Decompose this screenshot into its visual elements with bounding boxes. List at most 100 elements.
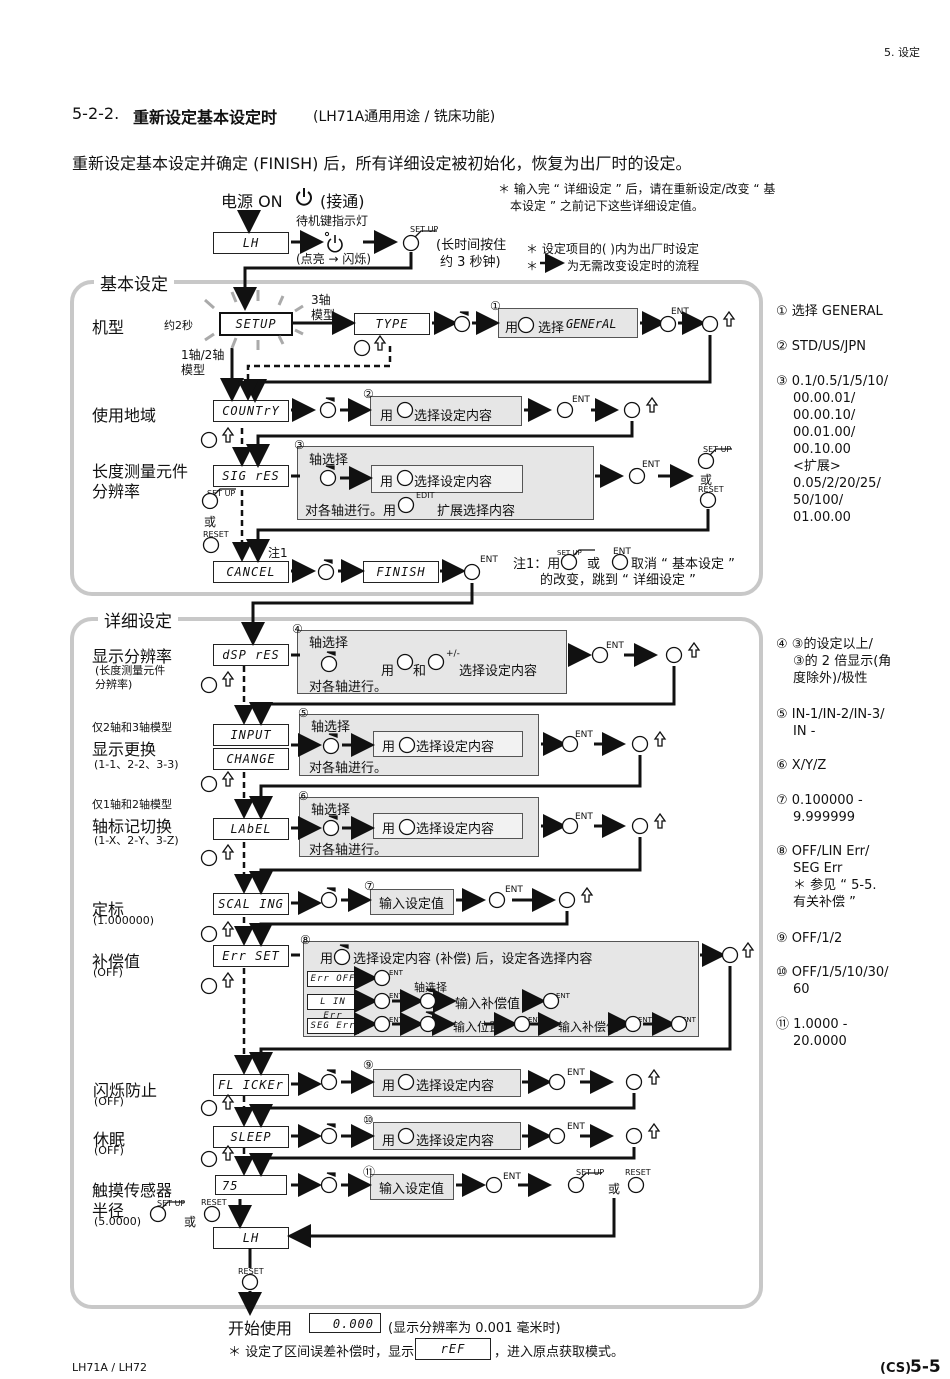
side-4: ④ ③的设定以上/③的 2 倍显示(角度除外)/极性 [776, 637, 892, 686]
panel-4-and: 和 [413, 664, 427, 679]
ent-label-d8: ENT [389, 1016, 403, 1024]
reset-key-label-1: RESET [698, 485, 724, 494]
change-sub: (1-1、2-2、3-3) [94, 758, 179, 771]
display-probe: 75 [215, 1175, 287, 1195]
disp-res-sub-2: 分辨率) [95, 678, 133, 691]
side-1: ① 选择 GENERAL [776, 304, 883, 319]
probe-label-1: 触摸传感器 [92, 1181, 173, 1200]
probe-label-2: 半径 [92, 1201, 125, 1220]
display-sleep: SLEEP [213, 1126, 289, 1148]
ent-label-d5: ENT [389, 969, 403, 977]
display-err-set: Err SET [213, 945, 289, 967]
ent-label-d1: ENT [606, 641, 624, 651]
ent-label-b1: ENT [671, 307, 689, 317]
setup-key-label-5: SET UP [157, 1199, 186, 1208]
panel-1-select: 选择 [538, 321, 565, 336]
display-lh: LH [213, 232, 289, 254]
start-note: (显示分辨率为 0.001 毫米时) [388, 1321, 561, 1336]
side-3: ③ 0.1/0.5/1/5/10/00.00.01/00.00.10/00.01… [776, 374, 889, 525]
chapter-header: 5. 设定 [884, 46, 920, 59]
display-flicker: FL ICKEr [213, 1074, 289, 1096]
ent-label-b5: ENT [613, 547, 631, 557]
display-zero: 0.000 [309, 1313, 381, 1333]
note1-line1-c: 取消 “ 基本设定 ” [631, 557, 735, 572]
panel-8-input-comp: 输入补偿值 [455, 997, 521, 1012]
step-5-marker: ⑤ [298, 706, 309, 720]
display-general: GENErAL [566, 317, 617, 331]
footer-cs: (CS) [880, 1361, 912, 1376]
panel-8-use: 用 [320, 952, 334, 967]
ent-label-d11: ENT [682, 1016, 696, 1024]
step-4-marker: ④ [292, 622, 303, 636]
or-label-3: 或 [608, 1182, 621, 1196]
resolution-label-1: 长度测量元件 [92, 462, 189, 481]
setup-key-label: SET UP [410, 225, 439, 234]
panel-8-axis-select: 轴选择 [414, 981, 447, 994]
ent-label-d2: ENT [575, 730, 593, 740]
panel-2-select: 选择设定内容 [414, 409, 493, 424]
panel-6-each: 对各轴进行。 [309, 843, 388, 858]
display-ref: rEF [415, 1338, 491, 1360]
step-2-marker: ② [363, 387, 374, 401]
display-change: CHANGE [213, 748, 289, 770]
axis-label-switch: 轴标记切换 [92, 817, 173, 836]
ref-note-pre: ＊ 设定了区间误差补偿时，显示 [228, 1345, 415, 1360]
sleep-label: 休眠 [93, 1130, 126, 1149]
side-9: ⑨ OFF/1/2 [776, 931, 843, 946]
long-press-note-2: 约 3 秒钟) [440, 255, 501, 270]
panel-3-expand: 扩展选择内容 [437, 504, 516, 519]
footer-model: LH71A / LH72 [72, 1361, 148, 1374]
step-10-marker: ⑩ [363, 1113, 374, 1127]
panel-6-inner [373, 813, 523, 839]
ent-label-b4: ENT [480, 555, 498, 565]
plus-minus-key-label: +/- [446, 649, 460, 659]
ent-label-d3: ENT [575, 812, 593, 822]
display-lin-err: L IN Err [307, 994, 359, 1021]
label-pre-label: 仅1轴和2轴模型 [92, 798, 172, 811]
panel-6-use: 用 [382, 822, 396, 837]
panel-10-use: 用 [382, 1134, 396, 1149]
disp-res-sub-1: (长度测量元件 [95, 664, 166, 677]
probe-sub: (5.0000) [94, 1215, 142, 1228]
power-on-suffix: (接通) [320, 192, 365, 211]
panel-3-inner [371, 465, 523, 493]
panel-5-select: 选择设定内容 [416, 740, 495, 755]
panel-3-use: 用 [380, 475, 394, 490]
side-10: ⑩ OFF/1/5/10/30/60 [776, 965, 889, 997]
setup-key-label-2: SET UP [703, 445, 732, 454]
setup-key-label-4: SET UP [576, 1168, 605, 1177]
panel-8-input-comp2: 输入补偿值 [558, 1020, 619, 1034]
panel-3-select: 选择设定内容 [414, 475, 493, 490]
note1-line1-b: 或 [587, 557, 601, 572]
axis12-label-1: 1轴/2轴 [181, 348, 225, 362]
standby-icon [324, 230, 346, 254]
ent-label-d10: ENT [638, 1016, 652, 1024]
reset-key-label-3: RESET [625, 1168, 651, 1177]
panel-5-axis-select: 轴选择 [311, 720, 351, 735]
flicker-sub: (OFF) [94, 1095, 124, 1108]
step-11-marker: ⑪ [363, 1165, 376, 1179]
panel-11-input: 输入设定值 [379, 1182, 445, 1197]
panel-10-sleep [373, 1122, 521, 1150]
note-factory-default: ＊ 设定项目的( )内为出厂时设定 [526, 242, 699, 256]
setup-key-label-3: SET UP [207, 489, 236, 498]
section-title: 重新设定基本设定时 [133, 108, 278, 127]
ent-label-d4: ENT [505, 885, 523, 895]
side-5: ⑤ IN-1/IN-2/IN-3/IN - [776, 707, 885, 739]
axis12-label-2: 模型 [181, 363, 206, 377]
reset-key-label-2: RESET [203, 530, 229, 539]
reset-key-label-4: RESET [201, 1198, 227, 1207]
scaling-sub: (1.000000) [93, 914, 155, 927]
step-1-marker: ① [490, 299, 501, 313]
lamp-state-note: (点亮 → 闪烁) [296, 252, 372, 266]
panel-10-select: 选择设定内容 [416, 1134, 495, 1149]
note1-line1-a: 注1：用 [513, 557, 561, 572]
display-scaling: SCAL ING [213, 893, 289, 915]
panel-8-select: 选择设定内容 (补偿) 后，设定各选择内容 [353, 952, 593, 967]
reset-key-label-5: RESET [238, 1267, 264, 1276]
note1-mark: 注1 [268, 546, 288, 560]
disp-res-label: 显示分辨率 [92, 647, 173, 666]
basic-settings-title: 基本设定 [94, 270, 174, 295]
or-label-1: 或 [700, 473, 713, 487]
display-seg-err: SEG Err [307, 1018, 359, 1034]
